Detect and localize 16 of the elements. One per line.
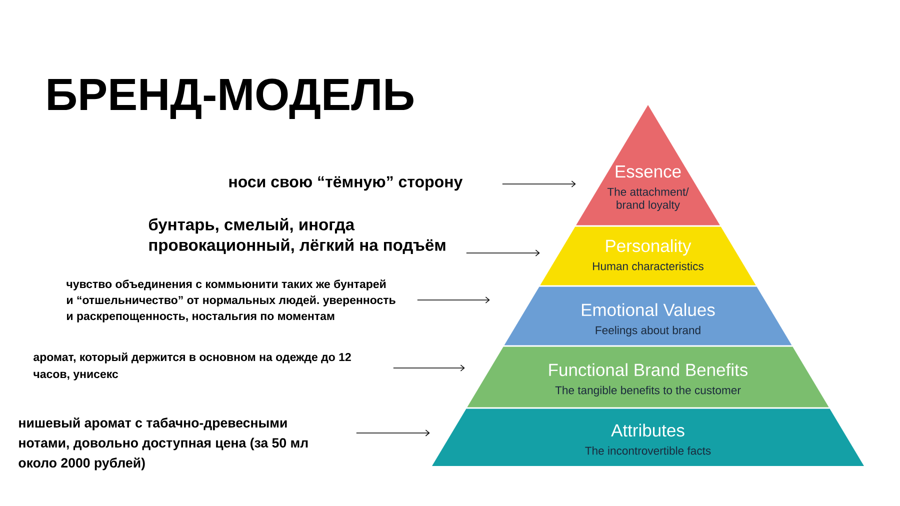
annotation-text: носи свою “тёмную” сторону (229, 176, 463, 191)
arrow (356, 430, 430, 436)
pyramid-layer: Personality Human characteristics (540, 226, 756, 286)
arrow (393, 364, 465, 372)
pyramid-layer: Essence The attachment/ brand loyalty (576, 105, 720, 226)
arrow (417, 296, 490, 304)
arrow (502, 180, 576, 188)
pyramid-layer: Emotional Values Feelings about brand (504, 286, 792, 346)
arrow (466, 250, 540, 256)
title: БРЕНД-МОДЕЛЬ (48, 78, 414, 119)
annotation-text: чувство объединения с коммьюнити таких же бунтарей и “отшельничество” от нормальных людей. уверенность и раскрепощенность, ностальгия по моментам (66, 279, 396, 322)
annotation-text: нишевый аромат с табачно-древесными нотами, довольно доступная цена (за 50 мл около 2000 рублей) (18, 418, 308, 470)
pyramid-layer: Attributes The incontrovertible facts (432, 408, 864, 466)
pyramid-layer: Functional Brand Benefits The tangible benefits to the customer (467, 346, 829, 408)
annotation-text: аромат, который держится в основном на одежде до 12 часов, унисекс (34, 352, 351, 380)
annotation-text: бунтарь, смелый, иногда провокационный, лёгкий на подъём (148, 218, 446, 254)
